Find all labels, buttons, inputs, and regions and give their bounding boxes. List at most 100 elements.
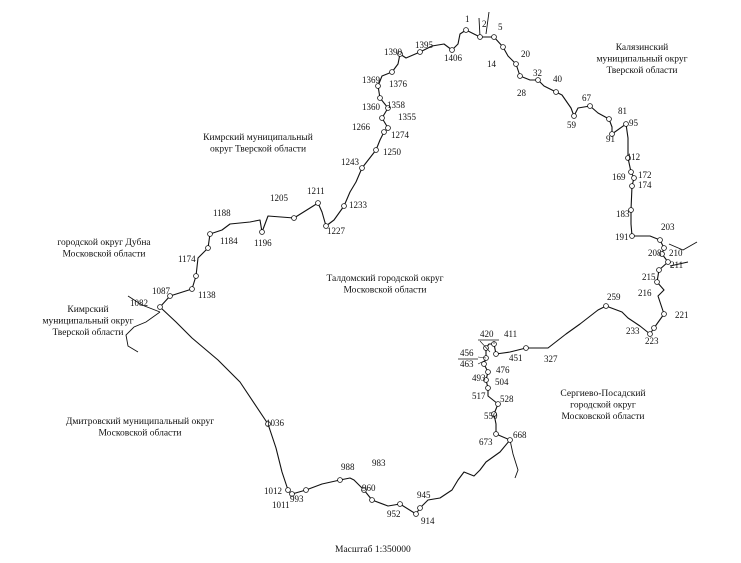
boundary-point-label: 20 (521, 49, 531, 59)
boundary-point-label: 1390 (384, 47, 403, 57)
boundary-point-label: 203 (661, 222, 675, 232)
region-label-line: Талдомский городской округ (326, 273, 443, 284)
boundary-point-marker (623, 121, 629, 127)
boundary-point-label: 420 (480, 329, 494, 339)
boundary-point-label: 1036 (266, 418, 285, 428)
boundary-point-label: 993 (290, 494, 304, 504)
boundary-point-marker (485, 369, 491, 375)
boundary-point-label: 32 (533, 68, 542, 78)
region-label-line: Калязинский (616, 42, 669, 53)
boundary-point-marker (491, 411, 497, 417)
region-label-line: муниципальный округ (42, 316, 133, 327)
boundary-point-label: 463 (460, 359, 474, 369)
neighbor-line-east (668, 241, 698, 267)
boundary-point-marker (377, 95, 383, 101)
boundary-point-label: 5 (498, 22, 503, 32)
boundary-point-marker (481, 361, 487, 367)
boundary-point-marker (417, 49, 423, 55)
boundary-point-label: 668 (513, 430, 527, 440)
boundary-point-label: 1376 (389, 79, 408, 89)
boundary-point-marker (337, 477, 343, 483)
boundary-point-marker (656, 267, 662, 273)
boundary-point-label: 215 (642, 272, 656, 282)
boundary-point-marker (661, 245, 667, 251)
boundary-point-marker (651, 325, 657, 331)
region-label-line: Сергиево-Посадский (560, 388, 645, 399)
boundary-point-label: 183 (616, 209, 630, 219)
boundary-point-marker (483, 377, 489, 383)
boundary-point-marker (507, 437, 513, 443)
label-leader-line (479, 340, 491, 353)
boundary-point-marker (661, 311, 667, 317)
boundary-point-marker (629, 183, 635, 189)
boundary-point-marker (167, 293, 173, 299)
region-label-line: Московской области (343, 285, 426, 296)
region-label-line: Тверской области (52, 327, 123, 338)
region-label-line: Московской области (561, 411, 644, 422)
boundary-point-marker (491, 34, 497, 40)
boundary-point-label: 327 (544, 354, 558, 364)
boundary-point-marker (265, 421, 271, 427)
boundary-point-label: 1266 (352, 122, 371, 132)
boundary-point-label: 210 (669, 248, 683, 258)
boundary-point-marker (603, 303, 609, 309)
boundary-point-label: 1138 (198, 290, 216, 300)
boundary-point-marker (259, 229, 265, 235)
boundary-point-label: 259 (607, 292, 621, 302)
boundary-point-label: 1358 (387, 100, 406, 110)
boundary-point-marker (571, 113, 577, 119)
boundary-point-marker (449, 47, 455, 53)
boundary-point-label: 1360 (362, 102, 381, 112)
boundary-point-label: 517 (472, 391, 486, 401)
boundary-point-label: 172 (638, 170, 652, 180)
boundary-point-label: 952 (387, 509, 401, 519)
boundary-point-label: 191 (615, 232, 629, 242)
boundary-point-label: 1395 (415, 40, 434, 50)
region-label-line: Тверской области (606, 65, 677, 76)
boundary-point-marker (193, 273, 199, 279)
boundary-point-label: 1406 (444, 53, 463, 63)
boundary-point-marker (485, 385, 491, 391)
boundary-point-label: 1274 (391, 130, 410, 140)
boundary-point-label: 233 (626, 326, 640, 336)
region-label-line: Московской области (98, 428, 181, 439)
boundary-point-label: 223 (645, 336, 659, 346)
boundary-point-label: 208 (648, 248, 662, 258)
boundary-point-marker (417, 505, 423, 511)
boundary-point-label: 169 (612, 172, 626, 182)
boundary-point-marker (606, 116, 612, 122)
neighbor-line-southeast (509, 439, 519, 479)
boundary-point-label: 1243 (341, 157, 360, 167)
boundary-point-label: 1 (465, 14, 470, 24)
boundary-point-marker (157, 304, 163, 310)
boundary-point-marker (303, 487, 309, 493)
boundary-point-label: 14 (487, 59, 497, 69)
boundary-point-label: 1012 (264, 486, 282, 496)
boundary-point-marker (375, 83, 381, 89)
boundary-point-label: 1196 (254, 238, 272, 248)
boundary-point-label: 2 (482, 19, 487, 29)
boundary-point-marker (477, 34, 483, 40)
boundary-point-marker (657, 237, 663, 243)
boundary-point-marker (523, 345, 529, 351)
district-boundary-line (159, 29, 669, 515)
boundary-point-marker (493, 431, 499, 437)
neighbor-line-north (478, 11, 490, 38)
boundary-point-label: 988 (341, 462, 355, 472)
boundary-point-marker (385, 125, 391, 131)
boundary-point-marker (587, 103, 593, 109)
boundary-point-marker (369, 497, 375, 503)
boundary-point-label: 1369 (362, 75, 381, 85)
boundary-point-label: 1184 (220, 236, 238, 246)
boundary-point-marker (647, 331, 653, 337)
boundary-point-marker (361, 487, 367, 493)
boundary-point-marker (609, 131, 615, 137)
boundary-point-label: 914 (421, 516, 435, 526)
